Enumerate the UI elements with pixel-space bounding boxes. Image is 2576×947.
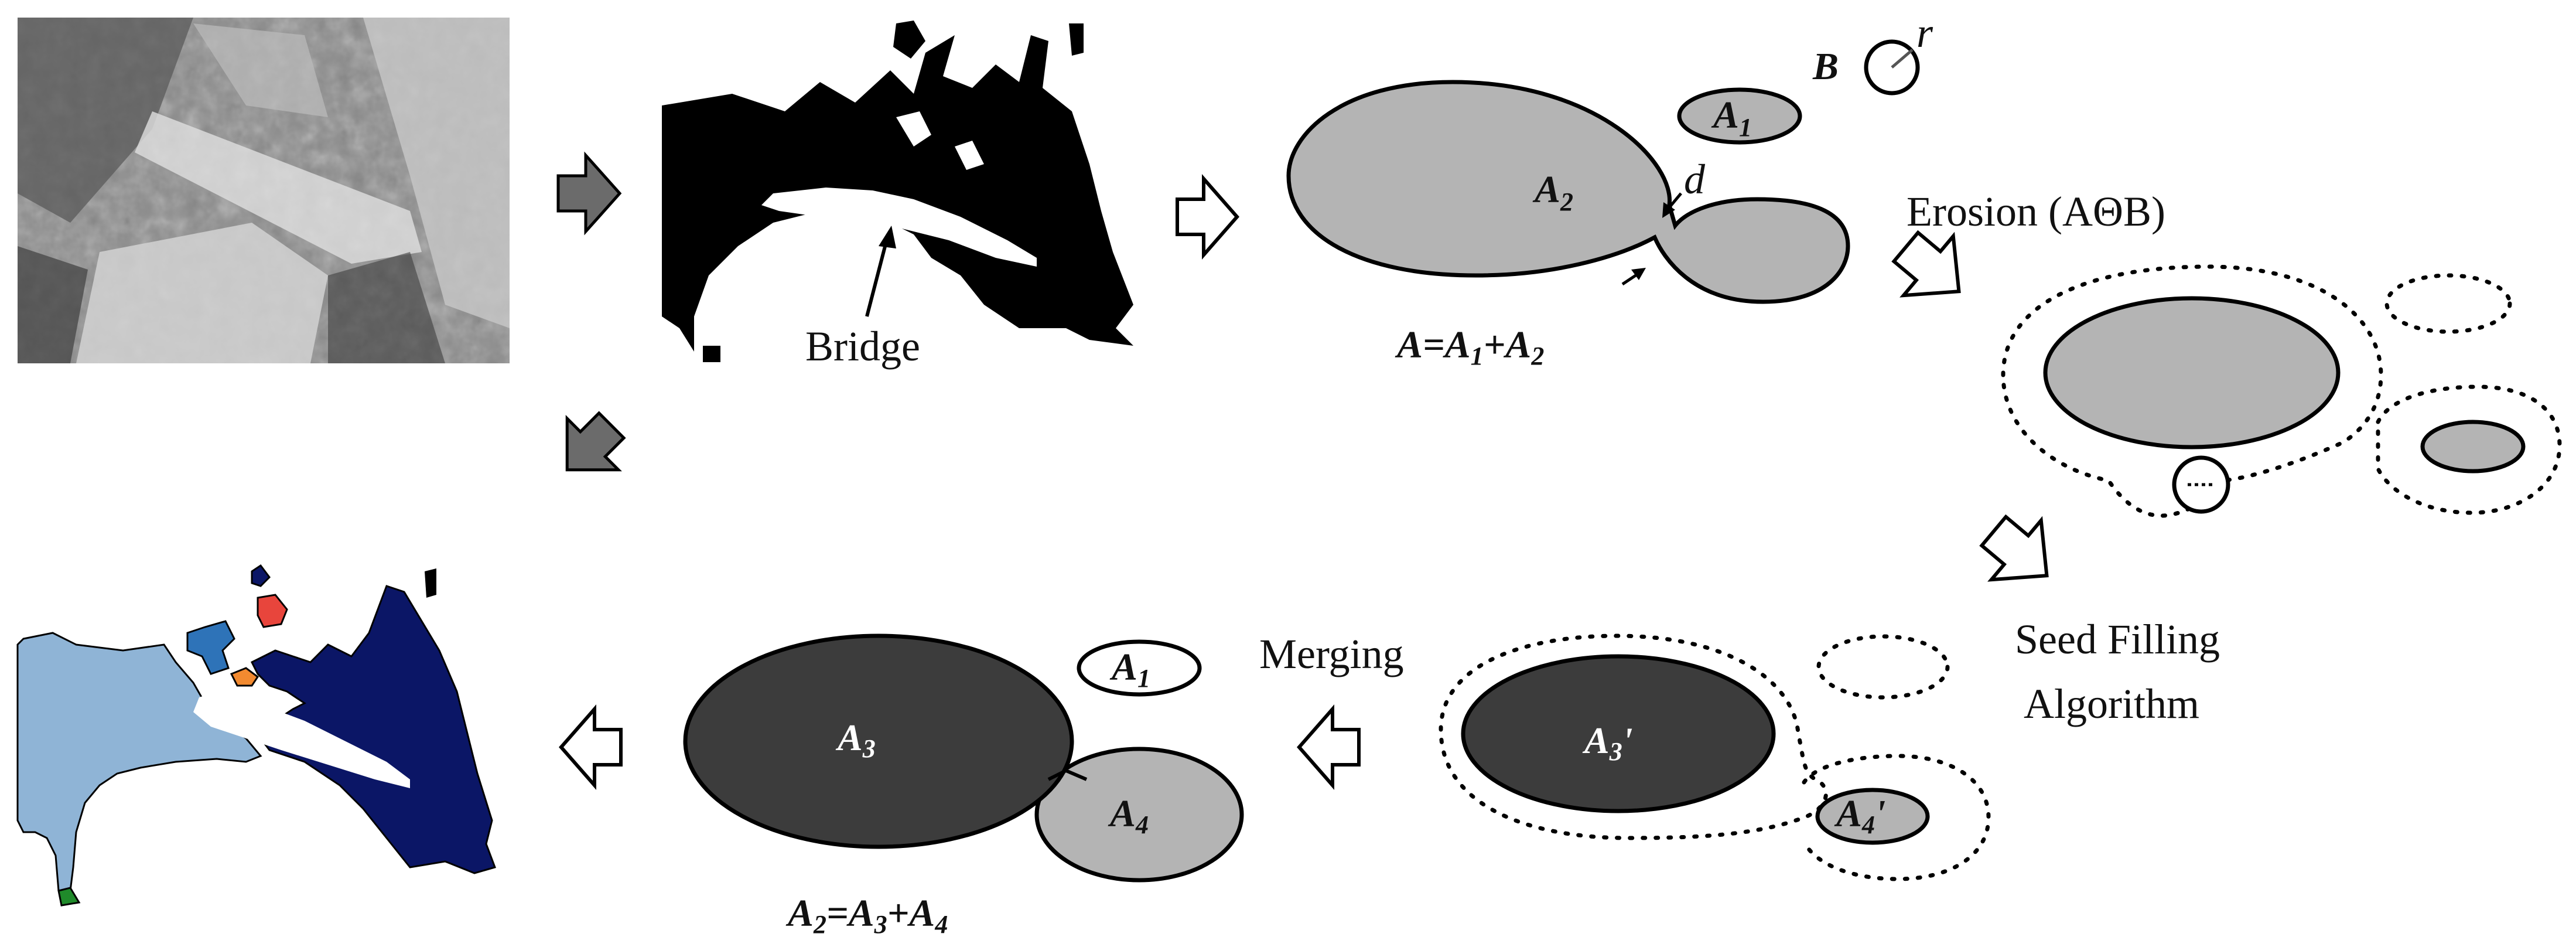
label-radius: r [1916,9,1933,56]
region-a2-shape [1286,80,1850,304]
label-gap: d [1684,156,1706,203]
label-structuring-element: B [1812,45,1839,88]
merged-model [683,633,1244,883]
radius-line [1891,49,1914,69]
arrow-photo-down-left [565,411,626,472]
region-a1-shape [1677,87,1802,145]
equation-bottom: A2=A3+A4 [785,892,948,939]
ellipse-model-top [1286,39,1920,304]
label-a3-prime: A3' [1582,720,1632,766]
label-a1: A1 [1711,94,1752,142]
bridge-label: Bridge [805,323,920,370]
segment-red [257,594,288,628]
region-a3-prime-shape [1461,654,1776,813]
arrow-mask-to-ellipses [1176,174,1239,260]
merging-label: Merging [1259,631,1404,677]
erosion-label: Erosion (AΘB) [1907,188,2165,235]
sem-photo [18,18,510,363]
bridge-pointer [865,237,889,317]
binary-mask [662,21,1133,362]
region-a4-prime-shape [1815,788,1930,845]
arrow-photo-to-mask [556,151,622,236]
seed-filled-model [1439,633,1991,881]
label-a1-bottom: A1 [1109,646,1150,693]
segment-mid-blue [186,620,235,675]
mask-shape [662,35,1133,352]
region-a4-shape [1034,747,1244,883]
structuring-element-circle-eroded [2172,455,2230,514]
region-a1-bottom-shape [1077,639,1202,697]
eroded-model [2001,264,2562,518]
eroded-region-large [2043,296,2341,449]
label-a4-prime: A4' [1834,792,1885,839]
eroded-region-small [2420,420,2526,474]
segment-orange [230,667,259,687]
arrow-merging [1297,704,1361,790]
label-a3: A3 [835,717,876,763]
seed-filling-label-line2: Algorithm [2024,680,2199,727]
seed-filling-label-line1: Seed Filling [2015,616,2220,663]
label-a4: A4 [1108,792,1149,839]
segmented-result [16,564,496,907]
arrow-to-seed-filling [1979,514,2049,582]
seed-outline-right [1802,754,1991,881]
eroded-outline-small-top [2384,273,2512,334]
bridge-pointer-head [879,226,896,248]
segment-navy [250,585,496,874]
mask-gap [761,188,1037,267]
eroded-outline-large [2001,264,2383,518]
segment-green [57,887,81,907]
label-a2: A2 [1532,168,1573,216]
seed-outline-large [1439,633,1828,840]
eroded-outline-right [2376,384,2562,515]
region-a3-shape [683,633,1074,849]
seed-outline-small-top [1816,634,1950,700]
arrow-to-result [559,704,623,790]
segment-light-blue [16,632,262,905]
arrow-to-erosion [1891,230,1961,298]
equation-top: A=A1+A2 [1395,323,1544,370]
